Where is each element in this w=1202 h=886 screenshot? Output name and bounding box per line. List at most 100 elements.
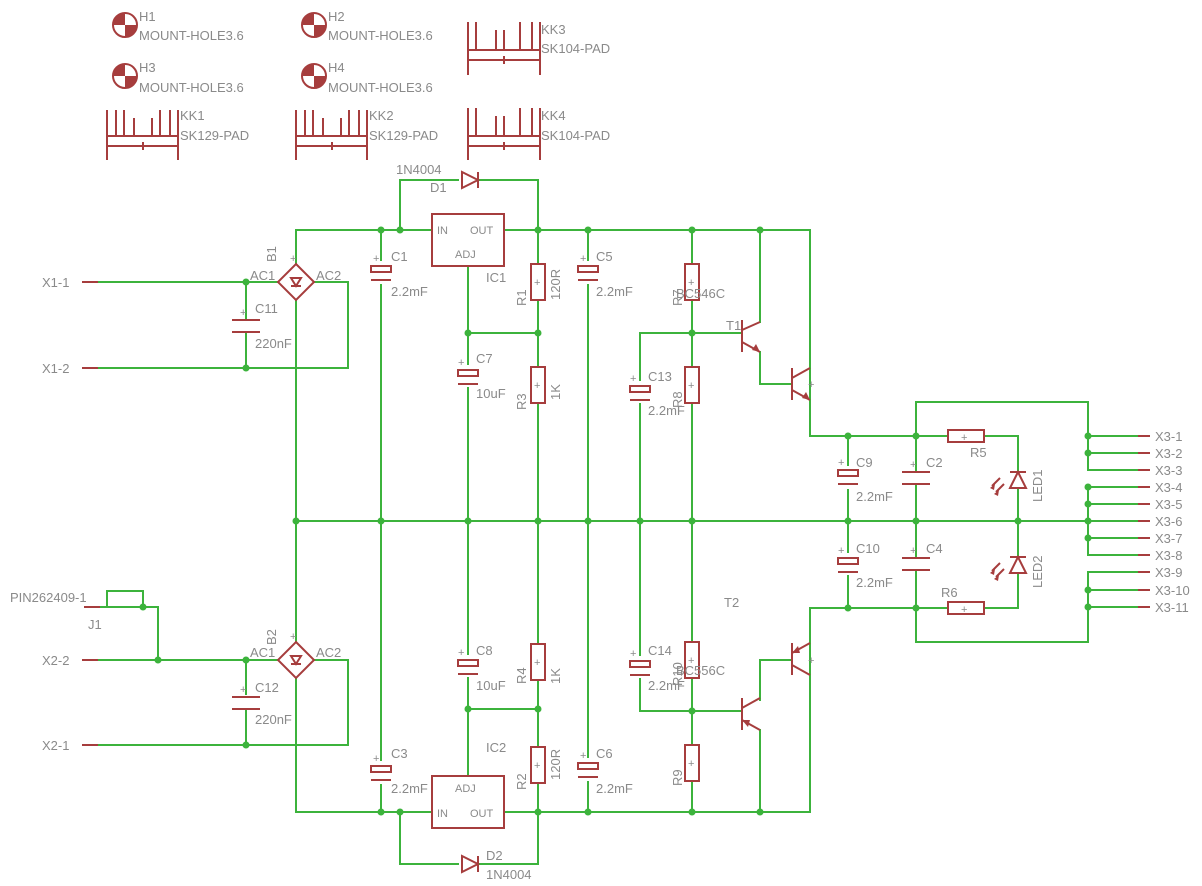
capacitor-c11-value: 220nF bbox=[255, 336, 292, 351]
connector-x3-4: X3-4 bbox=[1155, 480, 1182, 495]
svg-text:+: + bbox=[534, 760, 540, 772]
capacitor-c6-value: 2.2mF bbox=[596, 781, 633, 796]
connector-x3-1: X3-1 bbox=[1155, 429, 1182, 444]
diode-d2: D2 1N4004 bbox=[461, 848, 532, 882]
capacitor-c4-name: C4 bbox=[926, 541, 943, 556]
capacitor-c9: + C9 2.2mF bbox=[837, 455, 893, 504]
resistor-r3-value: 1K bbox=[548, 384, 563, 400]
capacitor-c3-value: 2.2mF bbox=[391, 781, 428, 796]
connector-j1: PIN262409-1 J1 bbox=[10, 590, 102, 632]
svg-text:+: + bbox=[290, 253, 296, 265]
capacitor-c11-name: C11 bbox=[255, 301, 278, 316]
svg-text:+: + bbox=[534, 380, 540, 392]
ic1-in-pin: IN bbox=[437, 225, 448, 237]
capacitor-c13-name: C13 bbox=[648, 369, 672, 384]
capacitor-c7-name: C7 bbox=[476, 351, 493, 366]
resistor-r8: + R8 bbox=[670, 366, 700, 408]
capacitor-c5-value: 2.2mF bbox=[596, 284, 633, 299]
capacitor-c14: + C14 2.2mF bbox=[629, 643, 685, 693]
capacitor-c5-name: C5 bbox=[596, 249, 613, 264]
svg-text:+: + bbox=[290, 631, 296, 643]
capacitor-c11: + C11 220nF bbox=[232, 301, 292, 351]
connector-x1-2: X1-2 bbox=[42, 361, 69, 376]
transistor-t2-name: T2 bbox=[724, 595, 739, 610]
transistor-t2-value: BC556C bbox=[676, 663, 725, 678]
wires bbox=[97, 179, 1139, 865]
transistor-t1-name: T1 bbox=[726, 318, 741, 333]
heatsink-kk1: KK1 SK129-PAD bbox=[106, 108, 249, 160]
mount-hole-h1-value: MOUNT-HOLE3.6 bbox=[139, 28, 244, 43]
resistor-r6: + R6 bbox=[941, 585, 985, 616]
mounting-hole-h1: H1 MOUNT-HOLE3.6 bbox=[112, 9, 244, 43]
connector-x3: X3-1 X3-2 X3-3 X3-4 X3-5 X3-6 X3-7 X3-8 … bbox=[1138, 429, 1190, 615]
capacitor-c9-value: 2.2mF bbox=[856, 489, 893, 504]
connector-x3-2: X3-2 bbox=[1155, 446, 1182, 461]
ic1-out-pin: OUT bbox=[470, 225, 494, 237]
connector-x3-10: X3-10 bbox=[1155, 583, 1190, 598]
connector-x3-6: X3-6 bbox=[1155, 514, 1182, 529]
resistor-r2-value: 120R bbox=[548, 749, 563, 780]
heatsink-kk4-name: KK4 bbox=[541, 108, 566, 123]
diode-d2-name: D2 bbox=[486, 848, 503, 863]
mount-hole-h3-name: H3 bbox=[139, 60, 156, 75]
resistor-r4: + R4 1K bbox=[514, 643, 563, 684]
svg-text:+: + bbox=[373, 753, 379, 765]
bridge-b2: + B2 AC1 AC2 bbox=[250, 629, 341, 680]
mount-hole-h1-name: H1 bbox=[139, 9, 156, 24]
resistor-r8-name: R8 bbox=[670, 391, 685, 408]
svg-text:+: + bbox=[580, 253, 586, 265]
capacitor-c2-name: C2 bbox=[926, 455, 943, 470]
capacitor-c13: + C13 2.2mF bbox=[629, 369, 685, 418]
heatsink-kk3: KK3 SK104-PAD bbox=[467, 22, 610, 75]
capacitor-c6: + C6 2.2mF bbox=[577, 746, 633, 796]
bridge-b2-name: B2 bbox=[264, 629, 279, 645]
resistor-r1-name: R1 bbox=[514, 289, 529, 306]
svg-text:+: + bbox=[580, 750, 586, 762]
resistor-r1-value: 120R bbox=[548, 269, 563, 300]
capacitor-c12-name: C12 bbox=[255, 680, 279, 695]
led2: LED2 bbox=[990, 554, 1045, 588]
mounting-hole-h4: H4 MOUNT-HOLE3.6 bbox=[301, 60, 433, 95]
capacitor-c7: + C7 10uF bbox=[457, 351, 506, 401]
mounting-hole-h2: H2 MOUNT-HOLE3.6 bbox=[301, 9, 433, 43]
svg-text:+: + bbox=[688, 380, 694, 392]
heatsink-kk1-name: KK1 bbox=[180, 108, 205, 123]
mount-hole-h2-value: MOUNT-HOLE3.6 bbox=[328, 28, 433, 43]
regulator-ic2: ADJ IN OUT IC2 bbox=[431, 740, 506, 829]
svg-text:+: + bbox=[910, 459, 916, 471]
capacitor-c3-name: C3 bbox=[391, 746, 408, 761]
resistor-r7-name: R7 bbox=[670, 289, 685, 306]
capacitor-c8-name: C8 bbox=[476, 643, 493, 658]
bridge-b2-ac2: AC2 bbox=[316, 645, 341, 660]
svg-text:+: + bbox=[838, 545, 844, 557]
heatsink-kk1-value: SK129-PAD bbox=[180, 128, 249, 143]
svg-text:+: + bbox=[373, 253, 379, 265]
capacitor-c14-value: 2.2mF bbox=[648, 678, 685, 693]
connector-x3-8: X3-8 bbox=[1155, 548, 1182, 563]
svg-text:+: + bbox=[808, 379, 814, 391]
capacitor-c5: + C5 2.2mF bbox=[577, 249, 633, 299]
resistor-r7: + R7 bbox=[670, 263, 700, 306]
svg-text:+: + bbox=[240, 307, 246, 319]
transistor-t1-value: BC546C bbox=[676, 286, 725, 301]
transistor-t1: T1 BC546C bbox=[676, 286, 761, 353]
capacitor-c14-name: C14 bbox=[648, 643, 672, 658]
capacitor-c4: + C4 bbox=[902, 541, 943, 571]
diode-d2-value: 1N4004 bbox=[486, 867, 532, 882]
resistor-r3-name: R3 bbox=[514, 393, 529, 410]
resistor-r1: + R1 120R bbox=[514, 263, 563, 306]
svg-text:+: + bbox=[688, 758, 694, 770]
regulator-ic2-name: IC2 bbox=[486, 740, 506, 755]
svg-text:+: + bbox=[630, 373, 636, 385]
heatsink-kk4: KK4 SK104-PAD bbox=[467, 108, 610, 160]
connector-x3-3: X3-3 bbox=[1155, 463, 1182, 478]
svg-text:+: + bbox=[961, 604, 967, 616]
resistor-r10: + R10 bbox=[670, 641, 700, 686]
svg-text:+: + bbox=[240, 684, 246, 696]
ic2-adj-pin: ADJ bbox=[455, 783, 476, 795]
diode-d1-value: 1N4004 bbox=[396, 162, 442, 177]
connector-j1-value: PIN262409-1 bbox=[10, 590, 87, 605]
capacitor-c10-value: 2.2mF bbox=[856, 575, 893, 590]
mount-hole-h4-value: MOUNT-HOLE3.6 bbox=[328, 80, 433, 95]
